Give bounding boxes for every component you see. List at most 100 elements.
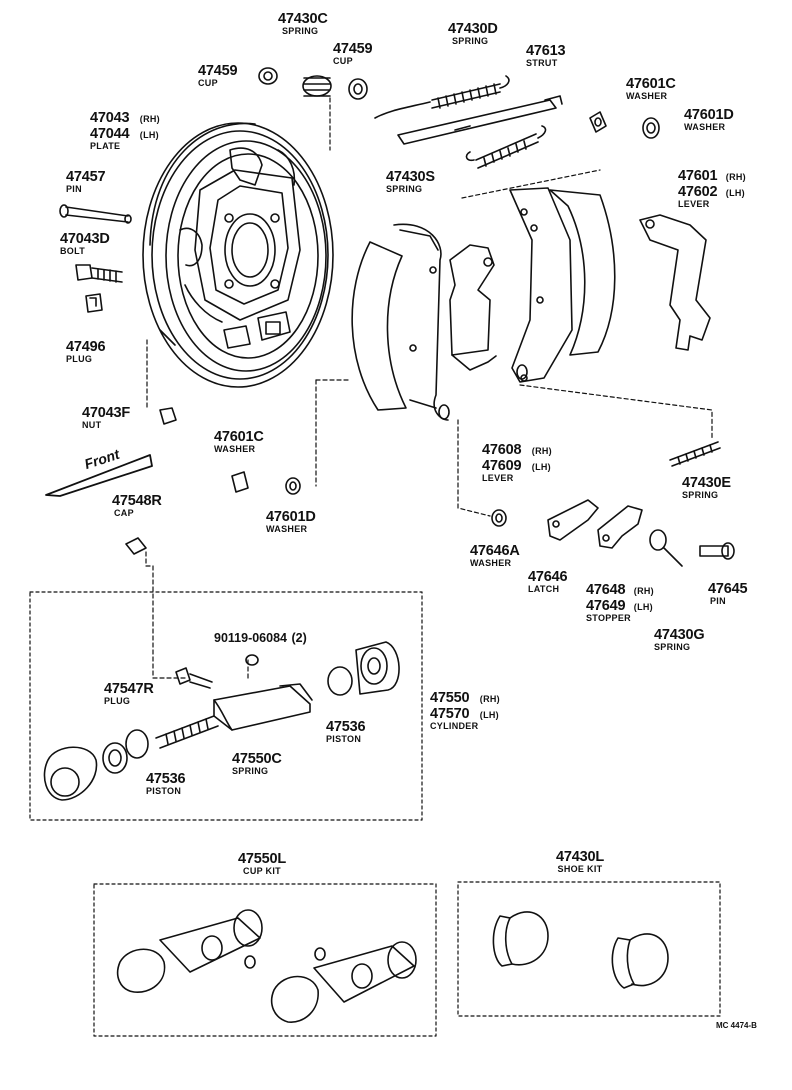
part-name: LEVER bbox=[482, 473, 514, 483]
part-number: 47430S bbox=[386, 169, 435, 185]
rh-tag: (RH) bbox=[633, 586, 654, 596]
label-cylinder: 47550 (RH) 47570 (LH) CYLINDER bbox=[430, 690, 500, 731]
part-name: WASHER bbox=[214, 443, 256, 454]
label-47043F: 47043F NUT bbox=[82, 406, 130, 430]
part-number: 47043D bbox=[60, 231, 110, 247]
label-90119-06084: 90119-06084 (2) bbox=[214, 630, 307, 646]
label-47601C-top: 47601C WASHER bbox=[626, 77, 676, 101]
part-number: 47601D bbox=[266, 509, 316, 525]
part-name: CAP bbox=[114, 507, 134, 518]
label-47536a: 47536 PISTON bbox=[326, 720, 366, 744]
cup-47459b-drawing bbox=[348, 78, 368, 100]
spring-47430S-drawing bbox=[465, 125, 547, 169]
part-number: 47459 bbox=[333, 41, 373, 57]
part-number: 47550C bbox=[232, 751, 282, 767]
latch-47646-drawing bbox=[547, 499, 599, 541]
label-47548R: 47548R CAP bbox=[112, 494, 162, 518]
part-name: SPRING bbox=[452, 35, 489, 46]
part-number: 47646A bbox=[470, 543, 520, 559]
label-47547R: 47547R PLUG bbox=[104, 682, 154, 706]
label-47496: 47496 PLUG bbox=[66, 339, 106, 364]
cylinder-drawing bbox=[213, 641, 400, 731]
lever-47608-drawing bbox=[449, 244, 497, 371]
part-number: 47459 bbox=[198, 63, 238, 79]
part-name: SPRING bbox=[654, 641, 691, 652]
part-name: PLUG bbox=[66, 353, 93, 364]
part-number: 47536 bbox=[146, 771, 186, 787]
label-47536b: 47536 PISTON bbox=[146, 771, 186, 796]
washer-47601C-top-drawing bbox=[589, 111, 607, 133]
label-47430L: 47430L SHOE KIT bbox=[556, 850, 604, 874]
label-47459b: 47459 CUP bbox=[333, 41, 373, 66]
label-47646A: 47646A WASHER bbox=[470, 544, 520, 568]
brake-shoe-right-drawing bbox=[509, 187, 616, 383]
part-number: 47613 bbox=[526, 43, 566, 59]
pin-47457-drawing bbox=[59, 204, 132, 224]
part-number: 47043F bbox=[82, 405, 130, 421]
label-47550L: 47550L CUP KIT bbox=[238, 852, 286, 876]
cup-47459a-drawing bbox=[258, 67, 278, 85]
label-47645: 47645 PIN bbox=[708, 581, 748, 606]
pin-47645-drawing bbox=[699, 542, 735, 560]
part-number: 47646 bbox=[528, 569, 568, 585]
cup-kit-drawing bbox=[116, 909, 417, 1023]
spring-47430G-drawing bbox=[649, 529, 683, 567]
part-name: WASHER bbox=[626, 90, 668, 101]
part-number-rh: 47043 bbox=[90, 110, 130, 126]
label-47430G: 47430G SPRING bbox=[654, 627, 705, 652]
part-number-rh: 47550 bbox=[430, 690, 470, 706]
rh-tag: (RH) bbox=[531, 446, 552, 456]
label-47550C: 47550C SPRING bbox=[232, 752, 282, 776]
rh-tag: (RH) bbox=[479, 694, 500, 704]
lh-tag: (LH) bbox=[531, 462, 551, 472]
label-47601C-mid: 47601C WASHER bbox=[214, 430, 264, 454]
part-number: 47430E bbox=[682, 475, 731, 491]
cap-47548R-drawing bbox=[125, 537, 147, 555]
label-47430D: 47430D SPRING bbox=[448, 22, 498, 46]
part-name: WASHER bbox=[266, 523, 308, 534]
part-number: 47430G bbox=[654, 627, 705, 643]
part-name: CYLINDER bbox=[430, 721, 479, 731]
plug-47547R-drawing bbox=[175, 667, 213, 689]
part-number-lh: 47649 bbox=[586, 598, 626, 614]
brake-shoe-left-drawing bbox=[351, 223, 450, 421]
part-name: WASHER bbox=[470, 557, 512, 568]
plug-47496-drawing bbox=[85, 293, 103, 313]
part-number: 47645 bbox=[708, 581, 748, 597]
front-arrow-drawing bbox=[45, 454, 153, 497]
part-number: 47496 bbox=[66, 339, 106, 355]
part-number-rh: 47648 bbox=[586, 582, 626, 598]
part-name: SPRING bbox=[386, 183, 423, 194]
part-name: PISTON bbox=[146, 785, 182, 796]
part-number: 47457 bbox=[66, 169, 106, 185]
part-number-lh: 47602 bbox=[678, 184, 718, 200]
quantity: (2) bbox=[291, 631, 307, 645]
part-name: NUT bbox=[82, 419, 102, 430]
label-lever-47608: 47608 (RH) 47609 (LH) LEVER bbox=[482, 442, 552, 483]
spring-47550C-drawing bbox=[155, 715, 219, 749]
part-name: STRUT bbox=[526, 57, 558, 68]
piston-left-drawing bbox=[43, 729, 149, 801]
label-47601D-top: 47601D WASHER bbox=[684, 108, 734, 132]
label-plate: 47043 (RH) 47044 (LH) PLATE bbox=[90, 110, 160, 151]
part-number: 47548R bbox=[112, 493, 162, 509]
spring-47430D-drawing bbox=[374, 75, 510, 119]
part-name: LEVER bbox=[678, 199, 710, 209]
part-number: 47430C bbox=[278, 11, 328, 27]
part-number-lh: 47570 bbox=[430, 706, 470, 722]
label-stopper-47648: 47648 (RH) 47649 (LH) STOPPER bbox=[586, 582, 654, 623]
lh-tag: (LH) bbox=[633, 602, 653, 612]
label-47613: 47613 STRUT bbox=[526, 43, 566, 68]
spring-47430C-drawing bbox=[302, 75, 332, 97]
leader-lines bbox=[145, 97, 713, 681]
label-47646: 47646 LATCH bbox=[528, 569, 568, 594]
part-number: 47601C bbox=[626, 76, 676, 92]
label-47459a: 47459 CUP bbox=[198, 63, 238, 88]
part-name: SHOE KIT bbox=[557, 863, 603, 874]
washer-47601D-top-drawing bbox=[642, 117, 660, 139]
cylinder-box bbox=[29, 591, 423, 821]
cup-kit-box bbox=[93, 883, 437, 1037]
stopper-47648-drawing bbox=[597, 505, 643, 549]
label-47430S: 47430S SPRING bbox=[386, 170, 435, 194]
part-number-lh: 47609 bbox=[482, 458, 522, 474]
